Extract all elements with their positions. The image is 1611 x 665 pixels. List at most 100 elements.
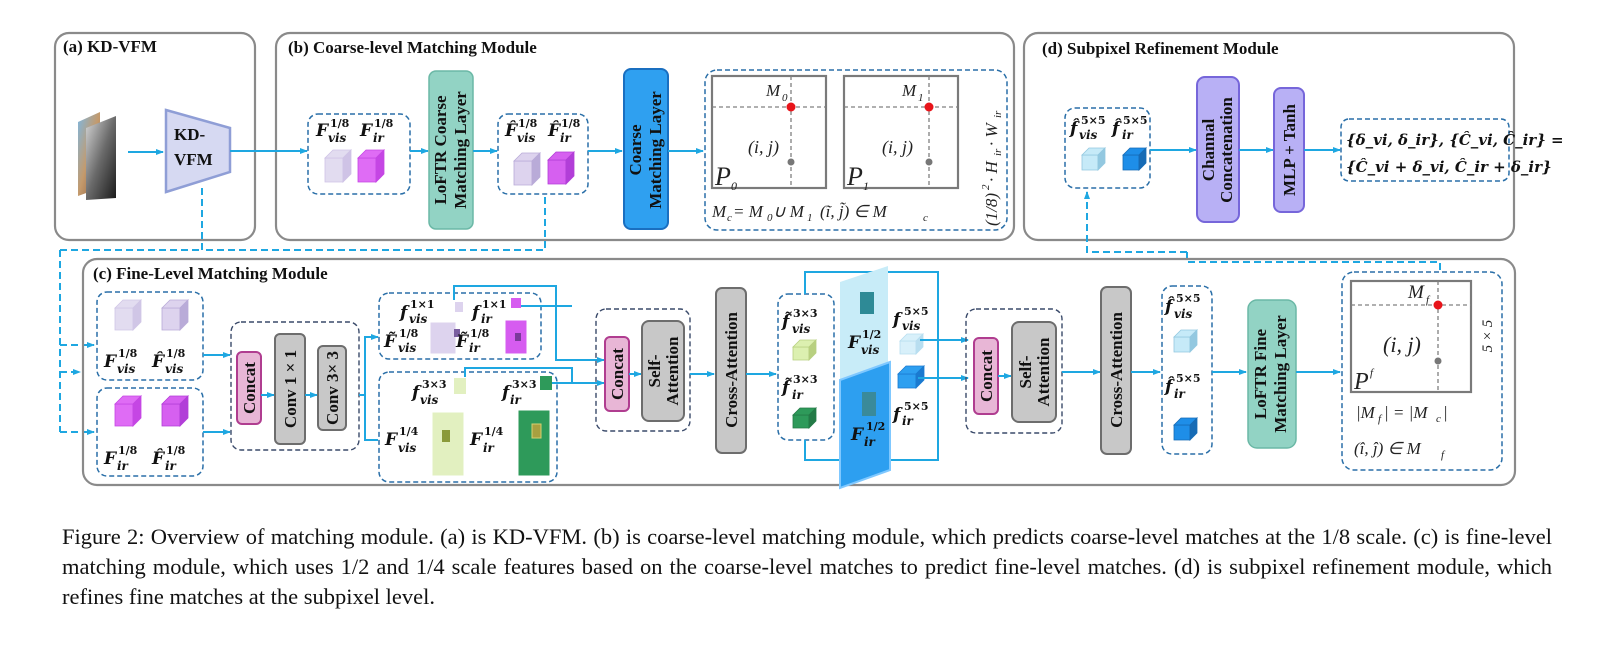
svg-text:1/8: 1/8 [470, 327, 490, 340]
loftr-fine-label-1: LoFTR Fine [1251, 328, 1270, 419]
svg-text:ir: ir [1122, 128, 1135, 142]
svg-text:P: P [846, 162, 863, 191]
fine-ir-input-group [96, 387, 204, 477]
crop-3x3-group [378, 371, 558, 483]
svg-text:3×3: 3×3 [793, 307, 818, 320]
module-b-coarse-matching: (b) Coarse-level Matching Module F 1/8 v… [230, 31, 1016, 242]
query-point-ij-0 [787, 158, 795, 166]
svg-text:|M: |M [1356, 403, 1376, 422]
match-point-M0 [786, 102, 796, 112]
f-ir-1x1-cube-icon [511, 298, 521, 308]
svg-text:F̂: F̂ [504, 121, 519, 141]
kd-vfm-label-2: VFM [174, 150, 213, 169]
ir-5x5-cube-icon [1122, 147, 1147, 171]
F-ir-1-2-map [839, 360, 891, 490]
svg-text:1/2: 1/2 [866, 420, 885, 433]
feat-f-vis-3x3: f 3×3 vis [411, 378, 447, 407]
svg-text:ir: ir [864, 435, 877, 449]
svg-text:F: F [315, 121, 330, 141]
ir-hat-cube-icon [547, 151, 575, 185]
f-ir-3x3-cube-icon [540, 376, 552, 390]
feat-fhat-ir-5x5-fine: f̂ 5×5 ir [1164, 372, 1201, 401]
svg-text:0: 0 [782, 92, 788, 104]
concat-conv-group [230, 321, 360, 451]
svg-text:(i, j): (i, j) [748, 137, 779, 158]
svg-text:f̂: f̂ [1164, 377, 1175, 397]
svg-text:f̃: f̃ [781, 378, 793, 398]
svg-text:ir: ir [481, 312, 494, 326]
F-tilde-vis-block [429, 321, 457, 355]
coarse-matching-layer [623, 68, 669, 230]
svg-text:1×1: 1×1 [482, 298, 507, 311]
svg-text:F: F [469, 430, 484, 450]
svg-text:c: c [1436, 413, 1441, 425]
concat-label-1: Concat [240, 362, 259, 414]
svg-text:0: 0 [767, 212, 773, 224]
loftr-coarse-label-1: LoFTR Coarse [431, 95, 450, 205]
match-point-Mf [1433, 300, 1443, 310]
svg-text:1/8: 1/8 [518, 117, 538, 130]
svg-text:f: f [892, 405, 903, 425]
svg-text:P: P [714, 162, 731, 191]
svg-text:vis: vis [117, 362, 136, 376]
module-a-border [53, 31, 257, 242]
svg-text:3×3: 3×3 [512, 378, 537, 391]
svg-text:ir: ir [117, 459, 130, 473]
feat-ftilde-vis-3x3: f̃ 3×3 vis [781, 307, 818, 336]
svg-text:M: M [901, 81, 917, 100]
svg-text:M: M [765, 81, 781, 100]
svg-text:vis: vis [409, 312, 428, 326]
fine-vis-input-group [96, 291, 204, 381]
channel-concat-label-1: Channal [1199, 119, 1218, 182]
svg-text:(i, j): (i, j) [882, 137, 913, 158]
module-d-subpixel-refinement: (d) Subpixel Refinement Module f̂ 5×5 vi… [1022, 31, 1564, 242]
self-attention-label-2a: Self- [1016, 355, 1035, 388]
feat-f-ir-3x3: f 3×3 ir [501, 378, 537, 407]
svg-text:f: f [399, 303, 410, 323]
concat-label-2: Concat [608, 348, 627, 400]
feat-f-ir-5x5: f 5×5 ir [892, 400, 929, 428]
svg-text:1/8: 1/8 [399, 327, 419, 340]
svg-text:1: 1 [918, 92, 924, 104]
svg-text:ir: ir [992, 110, 1004, 118]
self-attention-label-2b: Attention [1034, 337, 1053, 406]
mlp-tanh-label: MLP + Tanh [1280, 104, 1299, 196]
vis-5x5-cube-icon [1081, 147, 1106, 171]
svg-text:1/4: 1/4 [399, 425, 419, 438]
feat-f-vis-5x5: f 5×5 vis [892, 305, 929, 333]
svg-text:ir: ir [373, 131, 386, 145]
svg-text:1/8: 1/8 [166, 444, 186, 457]
coarse-transformed-features-group [497, 113, 589, 195]
svg-text:ir: ir [902, 414, 915, 428]
svg-text:5×5: 5×5 [1176, 292, 1201, 305]
cross-attention-label-2: Cross-Attention [1107, 312, 1126, 428]
f-vis-1x1-cube-icon [455, 302, 463, 312]
input-image-pair-icon [78, 112, 116, 200]
loftr-fine-label-2: Matching Layer [1271, 315, 1290, 433]
svg-text:vis: vis [165, 362, 184, 376]
vis-hat-5x5-cube-icon [1173, 329, 1198, 353]
side-label-size: (1/8) 2 · H ir · W ir [980, 110, 1004, 226]
svg-text:(i, j): (i, j) [1383, 332, 1421, 357]
concat-block-1 [236, 351, 262, 425]
svg-text:f: f [892, 310, 903, 330]
svg-text:5×5: 5×5 [904, 400, 929, 413]
svg-text:3×3: 3×3 [793, 373, 818, 386]
svg-text:(1/8): (1/8) [982, 193, 1001, 226]
eq-fine-member: (î, ĵ) ∈ M f [1354, 439, 1446, 461]
svg-text:∪ M: ∪ M [773, 202, 805, 221]
feat-fhat-ir-5x5: f̂ 5×5 ir [1111, 114, 1148, 142]
subpixel-input-features-group [1064, 107, 1151, 189]
svg-text:1/4: 1/4 [484, 425, 504, 438]
svg-text:|: | [1443, 403, 1448, 422]
svg-text:1/2: 1/2 [862, 328, 881, 341]
loftr-fine-matching-layer [1247, 299, 1297, 449]
svg-text:f: f [471, 303, 482, 323]
svg-text:ir: ir [560, 131, 573, 145]
module-a-title: (a) KD-VFM [63, 37, 157, 56]
svg-text:vis: vis [398, 441, 417, 455]
svg-text:vis: vis [517, 131, 536, 145]
feat-F-vis-1-8-fine: F 1/8 vis [103, 347, 138, 376]
svg-text:c: c [923, 212, 928, 224]
svg-text:M: M [711, 202, 727, 221]
